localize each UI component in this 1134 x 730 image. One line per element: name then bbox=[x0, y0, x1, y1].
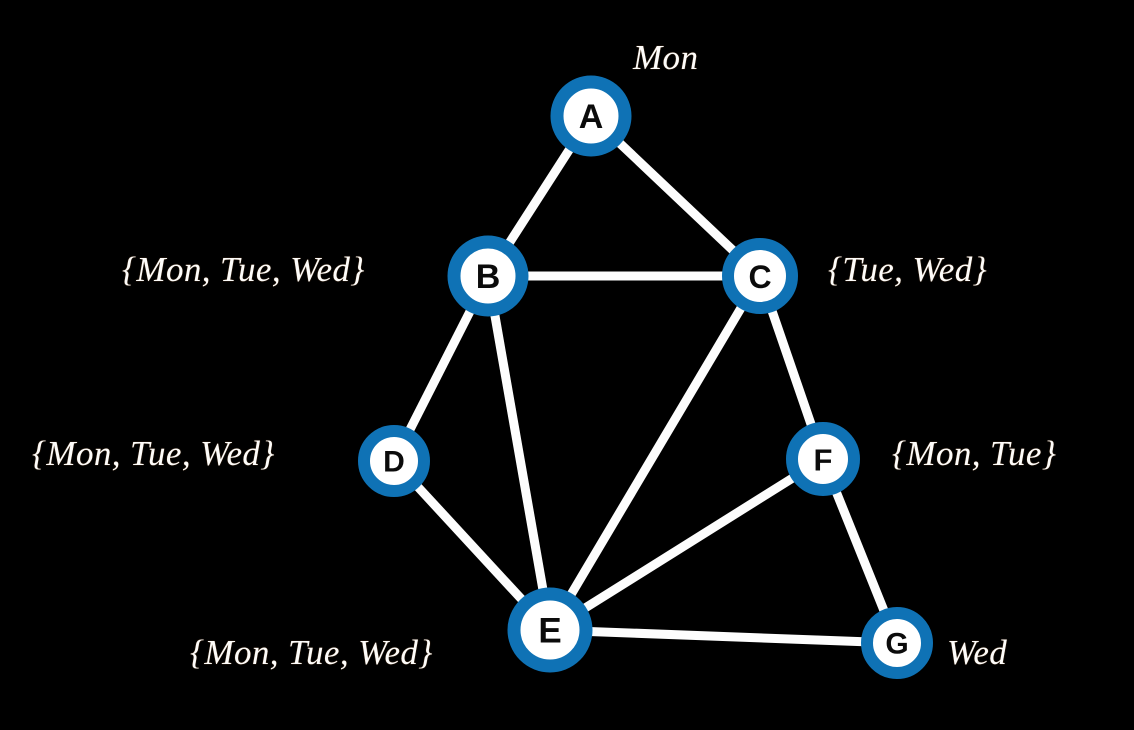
graph-edge bbox=[767, 307, 817, 429]
node-circle bbox=[722, 238, 798, 314]
node-circle bbox=[550, 75, 632, 157]
domain-label-c: {Tue, Wed} bbox=[828, 250, 988, 289]
graph-node-f[interactable]: F bbox=[786, 422, 860, 496]
domain-label-d: {Mon, Tue, Wed} bbox=[32, 434, 275, 473]
node-label-e: E bbox=[538, 612, 561, 651]
node-label-c: C bbox=[748, 259, 771, 295]
domain-label-g: Wed bbox=[947, 633, 1008, 672]
node-label-b: B bbox=[476, 258, 501, 296]
graph-edge bbox=[489, 311, 548, 593]
graph-node-c[interactable]: C bbox=[722, 238, 798, 314]
graph-edge bbox=[831, 488, 889, 615]
node-label-f: F bbox=[814, 443, 833, 478]
graph-edge bbox=[404, 306, 476, 434]
domain-label-b: {Mon, Tue, Wed} bbox=[122, 250, 365, 289]
node-circle bbox=[358, 425, 430, 497]
graph-node-g[interactable]: G bbox=[861, 607, 933, 679]
edges-layer bbox=[404, 138, 889, 647]
node-circle bbox=[786, 422, 860, 496]
graph-node-e[interactable]: E bbox=[507, 587, 593, 673]
node-label-d: D bbox=[383, 446, 405, 479]
node-circle bbox=[861, 607, 933, 679]
graph-edge bbox=[580, 473, 797, 614]
graph-edge bbox=[504, 144, 575, 248]
node-label-a: A bbox=[579, 98, 604, 136]
nodes-layer: A B C D E F G bbox=[358, 75, 933, 679]
domain-label-f: {Mon, Tue} bbox=[892, 434, 1057, 473]
graph-node-a[interactable]: A bbox=[550, 75, 632, 157]
node-label-g: G bbox=[885, 628, 908, 661]
graph-edge bbox=[614, 138, 738, 256]
domain-label-a: Mon bbox=[633, 38, 699, 77]
graph-node-b[interactable]: B bbox=[447, 235, 529, 317]
domain-label-e: {Mon, Tue, Wed} bbox=[190, 633, 433, 672]
graph-edge bbox=[588, 626, 865, 647]
node-circle bbox=[447, 235, 529, 317]
node-circle bbox=[507, 587, 593, 673]
graph-node-d[interactable]: D bbox=[358, 425, 430, 497]
graph-edge bbox=[566, 303, 747, 599]
graph-edge bbox=[413, 482, 527, 605]
